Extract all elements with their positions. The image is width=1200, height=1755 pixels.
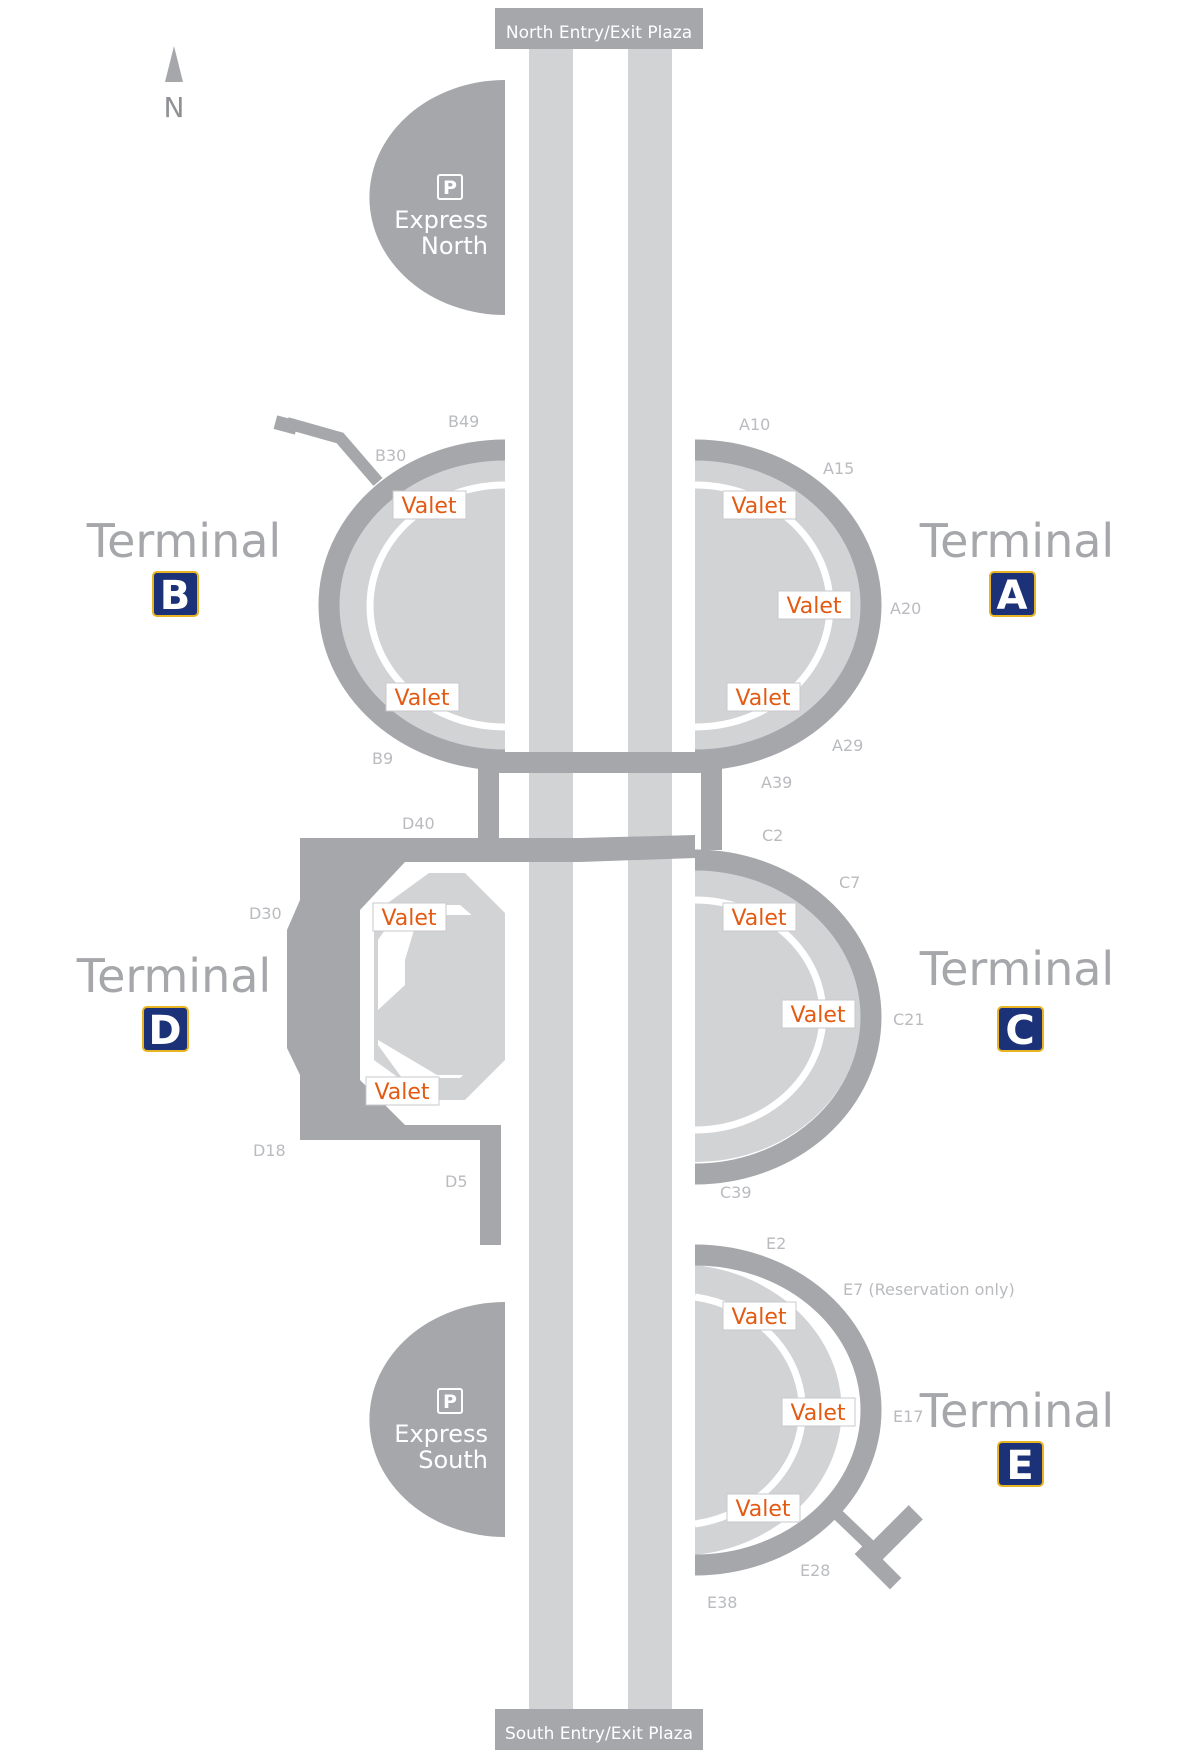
svg-text:A: A [997,573,1028,619]
gate-label: C21 [893,1010,925,1029]
svg-text:Terminal: Terminal [919,1384,1114,1438]
gate-label: E7 (Reservation only) [843,1280,1015,1299]
express-south-parking[interactable]: P Express South [369,1302,505,1537]
south-entry-exit-plaza[interactable]: South Entry/Exit Plaza [495,1709,703,1750]
valet-marker[interactable]: Valet [385,682,460,712]
svg-text:Valet: Valet [790,1401,845,1426]
svg-text:South Entry/Exit Plaza: South Entry/Exit Plaza [505,1724,693,1744]
terminal-b-badge: B [152,571,199,619]
terminal-c-badge: C [997,1006,1044,1054]
valet-marker[interactable]: Valet [722,490,797,520]
svg-text:C: C [1005,1008,1034,1054]
terminal-d-title[interactable]: Terminal D [76,949,271,1054]
svg-text:E: E [1006,1443,1033,1489]
terminal-c-title[interactable]: Terminal C [919,942,1114,1054]
gate-label: C7 [839,873,860,892]
svg-text:Terminal: Terminal [86,514,281,568]
svg-text:Valet: Valet [731,494,786,519]
svg-text:North Entry/Exit Plaza: North Entry/Exit Plaza [506,23,692,43]
svg-text:Valet: Valet [735,1497,790,1522]
valet-marker[interactable]: Valet [726,682,801,712]
parking-icon: P [437,174,463,200]
svg-text:Valet: Valet [731,906,786,931]
main-highway [529,45,672,1710]
north-entry-exit-plaza[interactable]: North Entry/Exit Plaza [495,8,703,49]
parking-north-line1: Express [394,206,488,234]
parking-south-line1: Express [394,1420,488,1448]
svg-text:Valet: Valet [401,494,456,519]
gate-label: A10 [739,415,770,434]
gate-label: A20 [890,599,921,618]
svg-text:Valet: Valet [731,1305,786,1330]
north-arrow-icon [165,46,183,82]
svg-text:Terminal: Terminal [919,514,1114,568]
gate-label: E2 [766,1234,786,1253]
gate-label: B49 [448,412,479,431]
gate-label: C2 [762,826,783,845]
gate-labels: A10 A15 A20 A29 A39 B49 B30 B9 C2 C7 C21… [249,412,1015,1612]
valet-marker[interactable]: Valet [781,999,856,1029]
parking-icon: P [437,1388,463,1414]
svg-text:Valet: Valet [394,686,449,711]
valet-marker[interactable]: Valet [777,590,852,620]
north-compass: N [164,46,185,124]
gate-label: B9 [372,749,393,768]
gate-label: C39 [720,1183,752,1202]
parking-north-line2: North [421,232,488,260]
terminal-b-title[interactable]: Terminal B [86,514,281,619]
gate-label: D5 [445,1172,468,1191]
svg-text:P: P [443,1391,457,1413]
valet-marker[interactable]: Valet [722,902,797,932]
gate-label: A15 [823,459,854,478]
gate-label: E28 [800,1561,830,1580]
valet-marker[interactable]: Valet [781,1397,856,1427]
north-label: N [164,91,185,124]
svg-text:Valet: Valet [735,686,790,711]
svg-text:Valet: Valet [790,1003,845,1028]
svg-text:Valet: Valet [374,1080,429,1105]
valet-marker[interactable]: Valet [372,902,447,932]
gate-label: A29 [832,736,863,755]
svg-text:Terminal: Terminal [919,942,1114,996]
svg-text:Valet: Valet [786,594,841,619]
gate-label: D18 [253,1141,286,1160]
svg-text:B: B [160,573,191,619]
svg-text:D: D [148,1008,181,1054]
valet-marker[interactable]: Valet [392,490,467,520]
gate-label: E17 [893,1407,923,1426]
valet-marker[interactable]: Valet [726,1493,801,1523]
gate-label: E38 [707,1593,737,1612]
terminal-d-badge: D [142,1006,189,1054]
terminal-d-building [287,838,505,1245]
svg-text:P: P [443,177,457,199]
express-north-parking[interactable]: P Express North [369,80,505,315]
terminal-a-badge: A [989,571,1036,619]
gate-label: A39 [761,773,792,792]
svg-text:Valet: Valet [381,906,436,931]
terminal-a-title[interactable]: Terminal A [919,514,1114,619]
gate-label: D40 [402,814,435,833]
gate-label: B30 [375,446,406,465]
valet-markers: Valet Valet Valet Valet Valet Valet Vale… [365,490,856,1523]
terminal-e-badge: E [997,1441,1044,1489]
valet-marker[interactable]: Valet [365,1076,440,1106]
parking-south-line2: South [418,1446,488,1474]
svg-text:Terminal: Terminal [76,949,271,1003]
gate-label: D30 [249,904,282,923]
terminal-e-title[interactable]: Terminal E [919,1384,1114,1489]
valet-marker[interactable]: Valet [722,1301,797,1331]
